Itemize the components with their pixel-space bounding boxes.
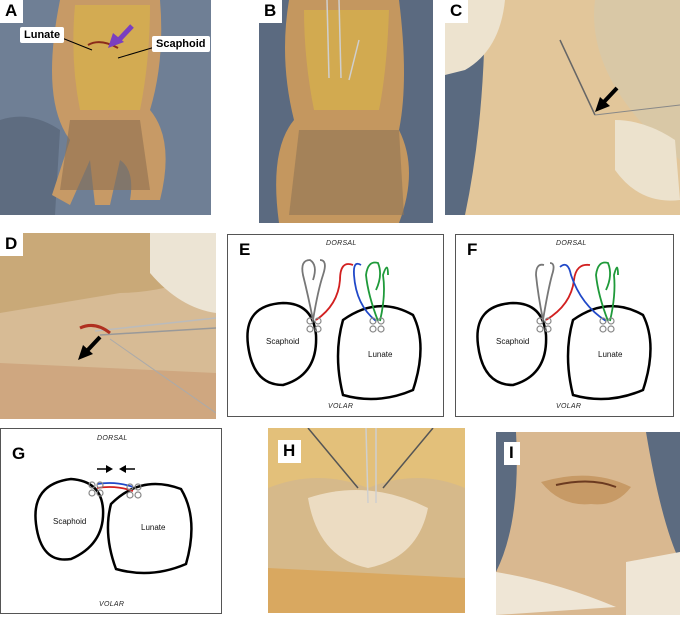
panel-a-annotations	[61, 24, 156, 59]
panel-letter-c: C	[445, 0, 469, 23]
hand-with-sutures-photo	[259, 0, 433, 223]
panel-g-diagram: G DORSAL VOLAR Scaphoid Lunate	[0, 428, 222, 614]
suture-anchor-icon	[88, 481, 104, 497]
panel-letter-h: H	[278, 440, 302, 463]
black-arrow-icon	[595, 86, 619, 112]
panel-f-bones	[476, 261, 652, 401]
dorsal-label: DORSAL	[326, 240, 357, 247]
panel-letter-d: D	[0, 233, 24, 256]
panel-letter-f: F	[467, 240, 478, 259]
lunate-bone	[336, 304, 422, 401]
suture-anchor-icon	[536, 317, 552, 333]
lunate-text: Lunate	[368, 350, 393, 359]
lunate-text: Lunate	[141, 523, 166, 532]
suture-passing-photo	[445, 0, 680, 215]
panel-f-diagram: F DORSAL VOLAR Scaphoid Lunate	[455, 234, 674, 417]
panel-h-photo: H	[268, 428, 465, 613]
suture-anchor-icon	[306, 317, 322, 333]
panel-i-photo: I	[496, 432, 680, 615]
panel-c-annotations	[595, 86, 619, 112]
volar-label: VOLAR	[556, 403, 582, 410]
panel-g-bones	[34, 465, 193, 575]
compression-arrows-icon	[97, 465, 135, 473]
panel-letter-g: G	[12, 444, 26, 463]
closed-capsule-photo	[496, 432, 680, 615]
volar-label: VOLAR	[328, 403, 354, 410]
panel-b-photo: B	[259, 0, 433, 223]
scaphoid-label: Scaphoid	[152, 36, 210, 52]
panel-e-bones	[246, 259, 422, 401]
lunate-text: Lunate	[598, 350, 623, 359]
panel-d-annotations	[78, 335, 102, 360]
panel-letter-a: A	[0, 0, 24, 23]
panel-c-photo: C	[445, 0, 680, 215]
suture-anchor-icon	[369, 317, 385, 333]
suture-anchor-icon	[599, 317, 615, 333]
suture-anchor-icon	[126, 483, 142, 499]
lunate-bone	[106, 482, 193, 575]
dorsal-label: DORSAL	[97, 435, 128, 442]
panel-letter-i: I	[504, 442, 520, 465]
panel-a-photo: A Lunate Scaphoid	[0, 0, 211, 215]
panel-e-diagram: E DORSAL VOLAR Scaphoid Lunate	[227, 234, 444, 417]
panel-letter-b: B	[259, 0, 283, 23]
lunate-label: Lunate	[20, 27, 65, 43]
panel-d-photo: D	[0, 233, 216, 419]
scaphoid-text: Scaphoid	[496, 337, 530, 346]
scaphoid-text: Scaphoid	[266, 337, 300, 346]
scaphoid-bone	[246, 301, 318, 387]
lunate-bone	[566, 304, 652, 401]
scaphoid-text: Scaphoid	[53, 517, 87, 526]
black-arrow-icon	[78, 335, 102, 360]
dissected-hand-photo	[0, 0, 211, 215]
scaphoid-bone	[476, 301, 548, 387]
scaphoid-bone	[34, 477, 105, 561]
volar-label: VOLAR	[99, 601, 125, 608]
dorsal-label: DORSAL	[556, 240, 587, 247]
suture-tensioning-photo	[0, 233, 216, 419]
purple-arrow-icon	[108, 24, 134, 48]
panel-letter-e: E	[239, 240, 251, 259]
